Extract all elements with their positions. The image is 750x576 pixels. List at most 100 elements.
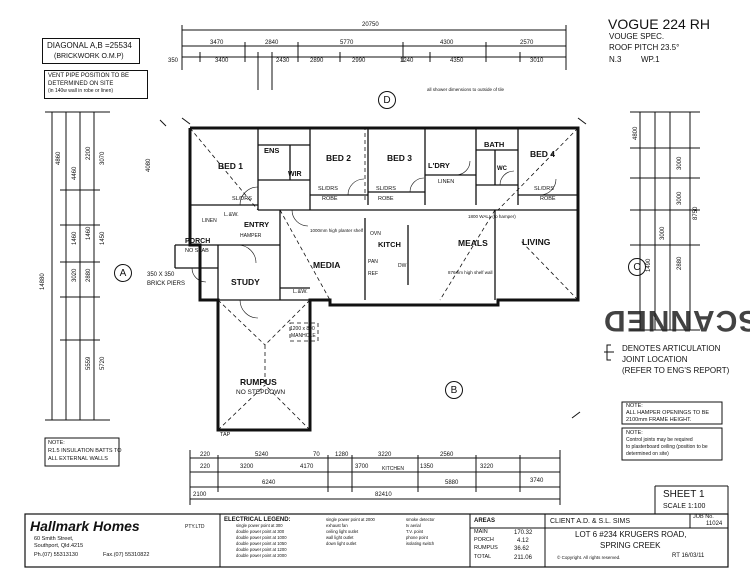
tap-label: TAP — [220, 432, 231, 438]
wp-class: WP.1 — [641, 55, 660, 64]
areas-title: AREAS — [474, 518, 496, 524]
manhole-note: 1200 x 800 — [290, 326, 315, 332]
dim-top-1: 3470 — [210, 40, 224, 46]
vent-pipe-note-2: DETERMINED ON SITE — [48, 81, 114, 87]
fridge-label: REF — [368, 271, 378, 277]
control-note-4: determined on site) — [626, 451, 669, 457]
dim-right-3: 3000 — [677, 191, 683, 205]
dim-bottom2-5: 1350 — [420, 464, 434, 470]
room-linen: LINEN — [438, 179, 455, 185]
company-pty: PTY.LTD — [185, 524, 205, 530]
spec-text: VOUGE SPEC. — [609, 32, 665, 41]
room-laundry: L'DRY — [428, 161, 450, 170]
oven-label: OVN — [370, 231, 381, 237]
dim-left-2: 2200 — [86, 146, 92, 160]
robe-bed1: ROBE — [322, 196, 338, 202]
dim-right-2: 3000 — [677, 156, 683, 170]
sliding-doors-bed4: SL/DRS — [534, 186, 554, 192]
area-label: MAIN — [474, 529, 488, 535]
porch-no-slab: NO SLAB — [185, 248, 209, 254]
dim-bottom2-6: 3220 — [480, 464, 494, 470]
company-phone: Ph.(07) 55313130 — [34, 552, 79, 558]
section-marker-d: D — [378, 91, 396, 109]
dim-top2-6: 1240 — [400, 58, 414, 64]
room-wc: WC — [497, 166, 507, 172]
dim-overall-width: 20750 — [362, 22, 379, 28]
control-note-2: Control joints may be required — [626, 437, 693, 443]
articulation-note-3: (REFER TO ENG'S REPORT) — [622, 366, 730, 375]
articulation-note-1: DENOTES ARTICULATION — [622, 344, 721, 353]
legend-item: double power point at 1200 — [236, 547, 287, 552]
dim-top2-7: 4350 — [450, 58, 464, 64]
dim-bottom2-3: 4170 — [300, 464, 314, 470]
dim-bottom-1: 220 — [200, 452, 211, 458]
company-address-2: Southport, Qld.4215 — [34, 543, 84, 549]
dim-top2-4: 2890 — [310, 58, 324, 64]
pantry-label: PAN — [368, 259, 378, 265]
dim-right-6: 2880 — [677, 256, 683, 270]
company-address-1: 60 Smith Street, — [34, 536, 74, 542]
area-value: 4.12 — [517, 538, 529, 544]
room-bed-2: BED 2 — [326, 153, 352, 163]
dim-left2-5: 4080 — [146, 158, 152, 172]
dim-bottom2-4: 3700 — [355, 464, 369, 470]
dim-left-4: 2880 — [86, 268, 92, 282]
dishwasher-label: DW — [398, 263, 407, 269]
lot-address: LOT 6 #234 KRUGERS ROAD, — [575, 530, 687, 539]
dim-bottom2-2: 3200 — [240, 464, 254, 470]
room-ensuite: ENS — [264, 146, 280, 155]
legend-item: ceiling light outlet — [326, 529, 359, 534]
dim-top-3: 5770 — [340, 40, 354, 46]
room-bath: BATH — [484, 140, 505, 149]
hamper-note-2: ALL HAMPER OPENINGS TO BE — [626, 410, 710, 416]
sliding-doors-bed3: SL/DRS — [376, 186, 396, 192]
dim-top-4: 4300 — [440, 40, 454, 46]
room-entry: ENTRY — [244, 220, 270, 229]
robe-bed3: ROBE — [378, 196, 394, 202]
legend-item: double power point at 300 — [236, 529, 285, 534]
dim-top-2: 2840 — [265, 40, 279, 46]
room-meals: MEALS — [458, 238, 488, 248]
room-wir: WIR — [288, 171, 302, 178]
section-marker-a: A — [114, 264, 132, 282]
revision-date: RT 16/03/11 — [672, 553, 705, 559]
dim-bottom-small-1: 2100 — [193, 492, 207, 498]
frame-note: 1800 WALL (to hamper) — [468, 214, 516, 219]
room-rumpus: RUMPUS — [240, 377, 277, 387]
control-note-1: NOTE: — [626, 430, 643, 436]
copyright: © Copyright. All rights reserved. — [557, 555, 621, 560]
vent-pipe-note-1: VENT PIPE POSITION TO BE — [48, 73, 130, 79]
section-marker-c: C — [628, 258, 646, 276]
dim-top2-5: 2990 — [352, 58, 366, 64]
kitchen-shelf-note: 876mm high shelf wall — [448, 270, 493, 275]
dim-right-4: 3000 — [660, 226, 666, 240]
dim-top2-8: 3010 — [530, 58, 544, 64]
company-name: Hallmark Homes — [30, 518, 140, 534]
diagonal-note-sub: (BRICKWORK O.M.P) — [54, 53, 124, 60]
legend-item: double power point at 2000 — [236, 553, 287, 558]
rumpus-no-stepdown: NO STEPDOWN — [236, 389, 286, 396]
sheet-number: SHEET 1 — [663, 489, 705, 500]
drawing-title: VOGUE 224 RH — [608, 16, 710, 32]
dim-right-5: 8750 — [693, 206, 699, 220]
dim-left-7: 5720 — [100, 356, 106, 370]
room-bed-1: BED 1 — [218, 161, 244, 171]
dim-bottom-3: 70 — [313, 452, 320, 458]
dim-overall-depth: 14880 — [40, 273, 46, 290]
area-value: 36.62 — [514, 546, 530, 552]
room-kitchen: KITCH — [378, 240, 401, 249]
control-note-3: to plasterboard ceiling (position to be — [626, 444, 708, 450]
hamper-note-1: NOTE: — [626, 403, 643, 409]
job-number-label: JOB No. — [693, 514, 714, 520]
dim-left2-2: 1460 — [72, 231, 78, 245]
room-living: LIVING — [522, 237, 551, 247]
robe-bed4: ROBE — [540, 196, 556, 202]
wind-class: N.3 — [609, 55, 622, 64]
dim-top2-2: 3400 — [215, 58, 229, 64]
dim-bottom-small-3: 5880 — [445, 480, 459, 486]
area-value: 170.32 — [514, 530, 533, 536]
dim-top2-3: 2430 — [276, 58, 290, 64]
manhole-label: MANHOLE — [291, 333, 316, 339]
dim-left-3: 3070 — [100, 151, 106, 165]
